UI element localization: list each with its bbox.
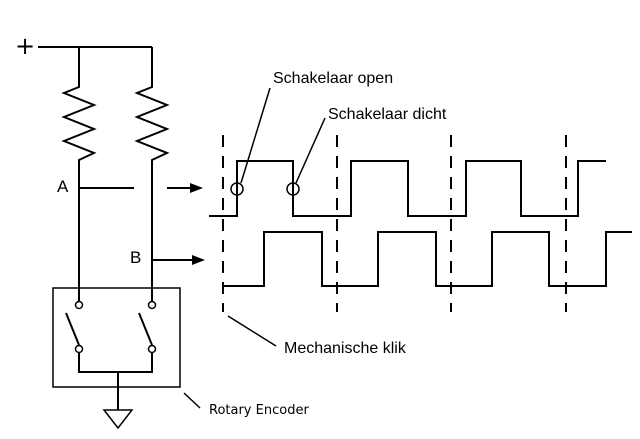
resistor-a: [61, 80, 97, 168]
switch-closed-label: Schakelaar dicht: [328, 106, 447, 123]
switch-a-bottom-contact: [74, 344, 84, 354]
mechanical-click-label: Mechanische klik: [284, 340, 407, 357]
waveform-b: [222, 231, 632, 287]
rotary-encoder-label: Rotary Encoder: [209, 403, 309, 418]
mechanical-click-pointer: [227, 315, 277, 347]
switch-open-label: Schakelaar open: [273, 70, 393, 87]
common-wire: [78, 353, 153, 373]
waveforms: [209, 160, 632, 287]
plus-label: +: [15, 32, 35, 60]
switch-a-blade: [65, 312, 80, 346]
ground-icon: [102, 409, 134, 430]
resistor-b: [134, 80, 170, 168]
arrow-b-head: [192, 255, 205, 265]
switch-b-blade: [138, 312, 153, 346]
node-b-label: B: [130, 248, 141, 267]
switch-b-bottom-contact: [147, 344, 157, 354]
waveform-a: [209, 160, 606, 217]
encoder-body: [52, 287, 181, 430]
switch-a-top-contact: [74, 300, 84, 310]
click-markers: [222, 135, 567, 312]
switch-b-top-contact: [147, 300, 157, 310]
circuit: [38, 46, 170, 301]
arrows: [160, 183, 205, 265]
node-a-label: A: [57, 177, 69, 196]
encoder-box: [52, 287, 181, 388]
switch-closed-pointer: [295, 117, 326, 184]
switch-open-pointer: [240, 87, 271, 184]
callouts: [183, 87, 326, 409]
rotary-encoder-pointer: [183, 392, 201, 409]
arrow-a-head: [190, 183, 203, 193]
switch-closed-marker: [286, 182, 300, 196]
switch-open-marker: [230, 182, 244, 196]
